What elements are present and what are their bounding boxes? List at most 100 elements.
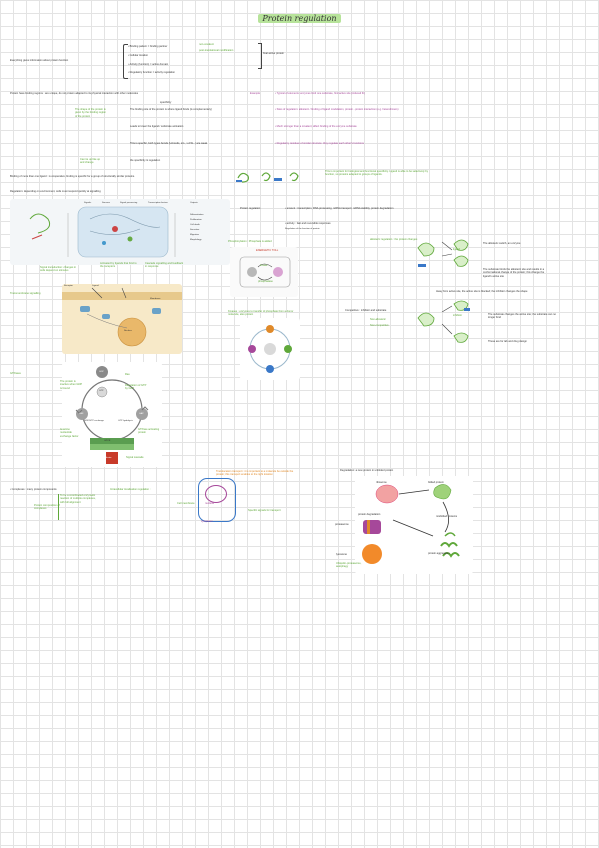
regulation-output-4: Secretion bbox=[190, 229, 200, 231]
gprotein-label-gef: GEF bbox=[79, 413, 84, 415]
protreg-competitive: Competitive : inhibitor and substrate bbox=[345, 309, 387, 312]
regulation-lead: Regulation: depending on environment, ce… bbox=[10, 190, 101, 193]
regulation-output-2: Proliferation bbox=[190, 219, 202, 221]
intro-branch-a: non-covalent bbox=[199, 43, 214, 46]
regulation-output-1: Differentiation bbox=[190, 214, 204, 216]
protreg-activity: • activity : fast and reversible respons… bbox=[285, 222, 331, 225]
folding-row-4: the specificity & regulation bbox=[130, 159, 161, 162]
protreg-note-4: The substrate changes the active site; t… bbox=[488, 313, 556, 320]
inhibitor-sketch bbox=[417, 300, 470, 343]
degradation-label-folded: folded protein bbox=[428, 481, 444, 484]
membrane-label-nucleus: Nucleus bbox=[124, 330, 132, 332]
membrane-label-ligand: Ligand bbox=[92, 285, 99, 287]
allosteric-sketch bbox=[417, 239, 469, 267]
gprotein-note-bottom-right: GTPase activating protein bbox=[138, 428, 160, 435]
intracellular-cytoplasm: cytoplasm bbox=[201, 520, 213, 523]
intro-item-1: • Binding pattern = binding partner bbox=[128, 45, 168, 48]
regulation-caption-right: Cascade signalling and feedback in respo… bbox=[145, 262, 184, 269]
intro-result: final active protein bbox=[263, 52, 284, 55]
membrane-label-receptor: Receptor bbox=[64, 285, 73, 287]
regulation-label-processing: Signal processing bbox=[120, 202, 138, 204]
membrane-lead: Transmembrane signalling bbox=[10, 292, 41, 295]
degradation-label-proteasome: proteasome bbox=[335, 523, 349, 526]
gprotein-label-gap: GAP bbox=[139, 413, 144, 415]
intro-bracket-right bbox=[258, 43, 262, 69]
folding-specificity: specificity bbox=[160, 101, 172, 104]
folding-row-1: The binding site of the protein is where… bbox=[130, 108, 212, 111]
complex-brace bbox=[58, 494, 59, 520]
protreg-note-3: Away from active site, the active site i… bbox=[436, 290, 528, 293]
gprotein-label-gtp: GTP bbox=[99, 390, 104, 392]
folding-example-3: • Much stronger than a covalent; affect … bbox=[275, 125, 357, 128]
binding-note: This is important for biological and fun… bbox=[325, 170, 429, 177]
protreg-inhibitor: inhibitor bbox=[453, 314, 463, 317]
protreg-nonallosteric: Non-allosteric bbox=[370, 318, 386, 321]
intracellular-orange-note: Translocation transport : it is importan… bbox=[216, 470, 294, 477]
protreg-lead: Protein regulation bbox=[240, 207, 261, 210]
regulation-label-outputs: Outputs bbox=[190, 202, 198, 204]
protreg-note-5: These are for lab and drug design bbox=[488, 340, 527, 343]
intracellular-note-left: Cell membrane bbox=[177, 502, 195, 505]
protreg-ligand: ligand bbox=[453, 248, 460, 251]
degradation-label-lysosome: lysosome bbox=[336, 553, 347, 556]
degradation-label-degradation: protein degradation bbox=[358, 513, 381, 516]
protreg-noncompetitive: Non-competitive bbox=[370, 324, 389, 327]
regulation-label-tf: Transcription factors bbox=[148, 202, 168, 204]
membrane-diagram bbox=[62, 284, 182, 354]
folding-row-2: Leads to lower the ligand / substrate ac… bbox=[130, 125, 184, 128]
nucleus-outline bbox=[205, 485, 227, 503]
degradation-label-aggregates: protein aggregates bbox=[428, 552, 450, 555]
protreg-phosphorylation: Phosphorylation : Phosphate is added bbox=[228, 240, 272, 243]
gprotein-note-right: Regulation of GTP by GAP bbox=[125, 384, 147, 391]
folding-lead: Protein have binding regions : are uniqu… bbox=[10, 92, 139, 95]
regulation-output-3: Cell death bbox=[190, 224, 200, 226]
intro-branch-b: post-translational modification bbox=[199, 49, 234, 52]
regulation-caption-mid: Activated by ligands that bind to the re… bbox=[100, 262, 137, 269]
protreg-levels: • amount : transcription, RNA processing… bbox=[285, 207, 394, 210]
regulation-label-signals: Signals bbox=[84, 202, 92, 204]
intro-item-3: • Activity (function) = active domain bbox=[128, 63, 169, 66]
protreg-activity-sub: Regulation of the function of protein bbox=[285, 228, 320, 230]
gprotein-label-effector: Effector bbox=[104, 457, 112, 459]
gprotein-lead: GTPases bbox=[10, 372, 21, 375]
protreg-cycle-note: Kinases : enzymes to transfer of phospha… bbox=[228, 310, 294, 317]
protreg-allosteric: allosteric regulation : the protein chan… bbox=[370, 238, 418, 241]
binding-sketch bbox=[236, 172, 299, 183]
gprotein-diagram bbox=[62, 362, 162, 467]
intro-bracket bbox=[123, 44, 128, 79]
folding-note-left: The shape of the protein is given by the… bbox=[75, 108, 107, 118]
intracellular-note-right: Specific signals for transport bbox=[248, 509, 281, 512]
regulation-caption-left: Signal transduction: changes in cells de… bbox=[40, 266, 77, 273]
page-title: Protein regulation bbox=[0, 14, 599, 23]
regulation-output-5: Migration bbox=[190, 234, 199, 236]
complex-note: To be a coordinated enzymatic reaction o… bbox=[60, 494, 96, 504]
intracellular-nucleus: nucleus bbox=[205, 502, 214, 505]
membrane-label-membrane: Membrane bbox=[150, 298, 161, 300]
phospho-diagram bbox=[230, 247, 298, 297]
binding-lead: Binding of more than one ligand : is coo… bbox=[10, 175, 135, 178]
gprotein-label-gpcr: GPCR bbox=[104, 440, 111, 442]
gprotein-note-bottom-left: Guanine nucleotide exchange factor bbox=[60, 428, 79, 438]
regulation-label-sensors: Sensors bbox=[102, 202, 111, 204]
complex-sub: Protein composition of complexes bbox=[34, 504, 60, 511]
intro-item-2: • Cellular location bbox=[128, 54, 149, 57]
folding-example-label: Example bbox=[250, 92, 261, 95]
folding-row-3: This is specific, both types bonds (H-bo… bbox=[130, 142, 208, 145]
intracellular-lead: Intracellular localisation regulation : bbox=[110, 488, 151, 491]
gprotein-label-exchange: GDP/GTP exchange bbox=[84, 420, 104, 422]
gprotein-effector-note: Signal cascade bbox=[126, 456, 144, 459]
gprotein-ras: Ras bbox=[125, 373, 130, 376]
kinase-cycle-diagram bbox=[240, 318, 300, 380]
gprotein-label-hydrolysis: GTP hydrolysis bbox=[118, 420, 133, 422]
folding-row-4-lead: Can tie up like up and change bbox=[80, 158, 101, 165]
regulation-output-6: Morphology bbox=[190, 239, 202, 241]
degradation-label-misfolded: misfolded proteins bbox=[436, 515, 458, 518]
gprotein-label-gdp: GDP bbox=[99, 371, 104, 373]
cell-outline bbox=[198, 478, 236, 522]
protreg-note-1: The allosteric switch, an enzyme bbox=[483, 242, 521, 245]
intro-item-4: • Regulatory function = activity regulat… bbox=[128, 71, 175, 74]
folding-example-2: • Sites of regulation: allosteric / bind… bbox=[275, 108, 399, 111]
complex-lead: • Complexes : many protein components bbox=[10, 488, 57, 491]
folding-example-1: • Typical of elements: enzymes bind one … bbox=[275, 92, 365, 95]
intro-lead: Everything gives information about prote… bbox=[10, 59, 69, 62]
